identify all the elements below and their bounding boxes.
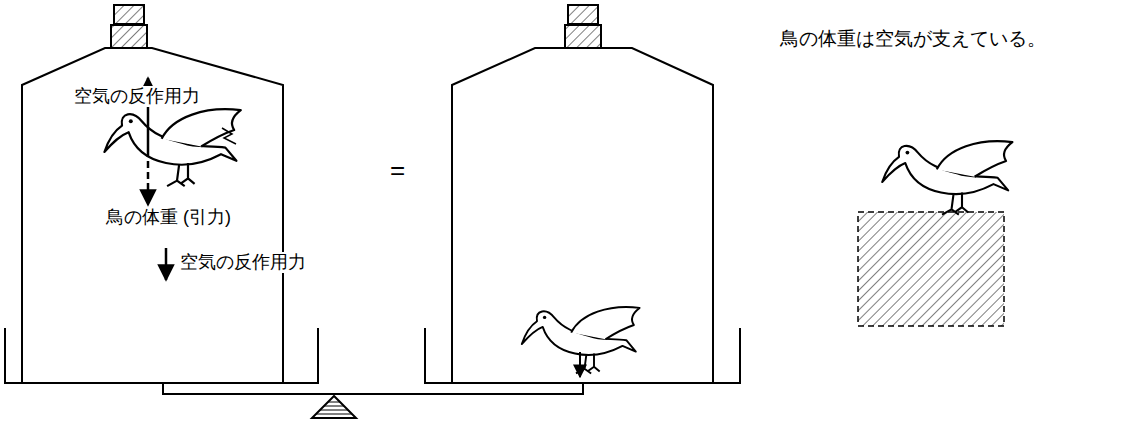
weight-arrow	[579, 352, 581, 377]
note-text: 鳥の体重は空気が支えている。	[778, 28, 1048, 50]
motion-mark	[222, 128, 236, 144]
force-label: 鳥の体重 (引力)	[104, 207, 233, 228]
support-block	[858, 212, 1004, 326]
standing-bird	[882, 141, 1012, 214]
left-pan	[5, 328, 318, 383]
flying-bird	[104, 109, 240, 186]
fulcrum	[300, 396, 370, 418]
force-label: 空気の反作用力	[72, 86, 202, 107]
right-bottle	[452, 5, 713, 383]
reaction-arrow	[165, 248, 168, 280]
balance-beam	[163, 383, 583, 394]
force-label: 空気の反作用力	[178, 252, 308, 273]
weight-arrow	[147, 150, 150, 205]
equals-sign: =	[388, 156, 407, 186]
left-bottle	[22, 5, 283, 383]
